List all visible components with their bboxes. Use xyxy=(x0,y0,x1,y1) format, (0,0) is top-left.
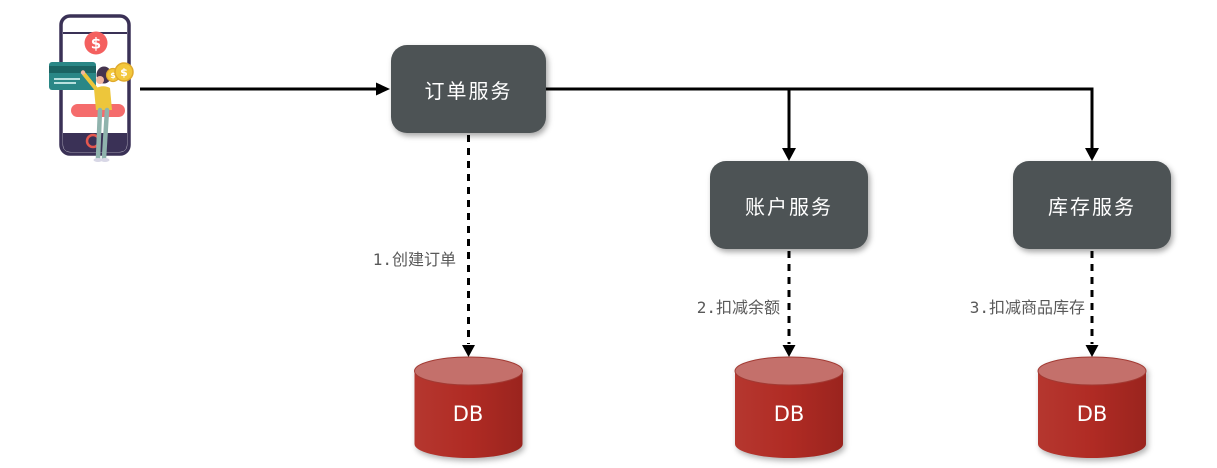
edge-label-create-order: 1.创建订单 xyxy=(372,250,456,269)
order-service-label: 订单服务 xyxy=(424,78,513,103)
db-cylinder-inventory xyxy=(1037,356,1147,458)
db-cylinder-account xyxy=(734,356,844,458)
svg-text:$: $ xyxy=(110,71,116,80)
account-service-label: 账户服务 xyxy=(745,194,833,219)
inventory-db-label: DB xyxy=(1076,402,1108,426)
node-account-service: 账户服务 xyxy=(710,161,868,249)
coins-icon: $ $ xyxy=(105,62,134,83)
svg-text:$: $ xyxy=(91,35,101,53)
dollar-badge-icon xyxy=(84,31,108,55)
edge-label-deduct-inventory: 3.扣减商品库存 xyxy=(969,298,1085,317)
account-db-label: DB xyxy=(773,402,805,426)
svg-text:$: $ xyxy=(120,66,128,79)
node-order-service: 订单服务 xyxy=(391,45,546,133)
db-cylinder-order xyxy=(414,356,523,458)
arrowhead-db3-icon xyxy=(1085,345,1099,357)
woman-figure-icon xyxy=(80,66,112,162)
order-db-label: DB xyxy=(452,402,484,426)
arrowhead-db2-icon xyxy=(782,345,796,357)
dashed-arrows-to-db xyxy=(467,135,1094,344)
inventory-service-label: 库存服务 xyxy=(1048,194,1136,219)
arrowhead-db1-icon xyxy=(462,345,475,357)
arrowhead-down-account-icon xyxy=(782,148,796,161)
credit-card-icon xyxy=(49,62,96,90)
arrowhead-down-inventory-icon xyxy=(1085,148,1099,161)
arrow-order-to-account-and-inventory xyxy=(546,87,1094,149)
edge-label-deduct-balance: 2.扣减余额 xyxy=(696,298,780,317)
arrowhead-right-icon xyxy=(376,82,390,96)
node-inventory-service: 库存服务 xyxy=(1013,161,1171,249)
arrow-user-to-order-service xyxy=(140,82,390,96)
mobile-payment-user-illustration: $ $ $ xyxy=(49,14,134,162)
